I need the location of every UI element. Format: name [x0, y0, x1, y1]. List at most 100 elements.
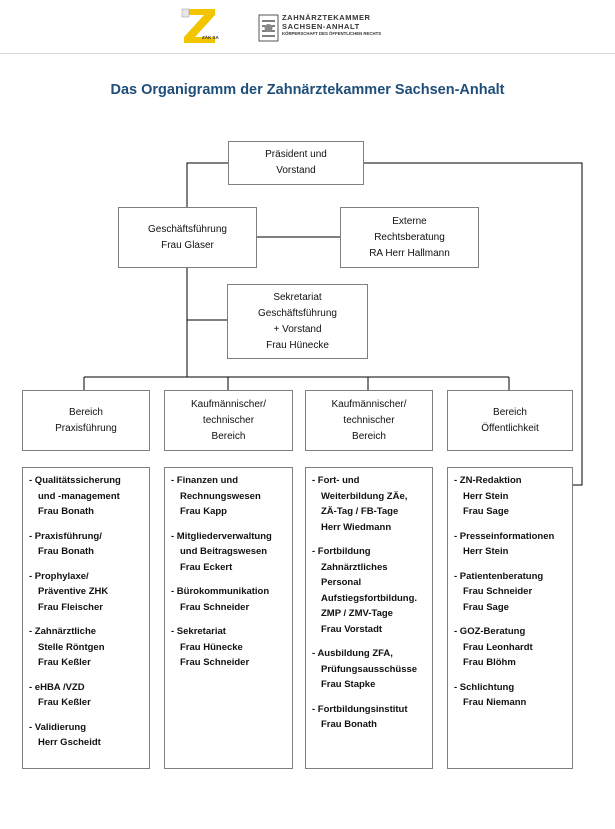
- box-line: Präsident und: [265, 149, 327, 160]
- list-item-heading: - Praxisführung/: [29, 530, 102, 542]
- box-line: Vorstand: [276, 165, 316, 176]
- list-item-heading: - Validierung: [29, 721, 87, 733]
- list-item-detail: Präventive ZHK: [38, 586, 109, 597]
- president-board-box: Präsident und Vorstand: [228, 141, 364, 185]
- box-line: Frau Glaser: [161, 239, 214, 251]
- list-item-heading: - Patientenberatung: [454, 570, 544, 582]
- box-line: Rechtsberatung: [374, 231, 445, 243]
- list-item: - Praxisführung/Frau Bonath: [29, 529, 143, 560]
- list-item-heading: - Sekretariat: [171, 626, 226, 637]
- list-item-detail: Weiterbildung ZÄe,: [321, 490, 408, 502]
- dept-public-box: Bereich Öffentlichkeit: [447, 390, 573, 451]
- list-item-detail: Rechnungswesen: [180, 490, 261, 502]
- box-line: Bereich: [211, 430, 246, 442]
- list-item-heading: - ZN-Redaktion: [454, 475, 522, 486]
- list-item-heading: - Prophylaxe/: [29, 570, 89, 582]
- list-item-detail: Herr Stein: [463, 546, 509, 557]
- list-item-detail: Frau Bonath: [38, 506, 94, 517]
- list-item-detail: Frau Keßler: [38, 657, 91, 668]
- list-item-detail: Frau Stapke: [321, 679, 376, 690]
- list-item-heading: - Mitgliederverwaltung: [171, 530, 272, 542]
- box-line: Öffentlichkeit: [481, 422, 539, 434]
- list-item-detail: Prüfungsausschüsse: [321, 663, 418, 675]
- zaek-logo-icon: [181, 7, 218, 45]
- box-line: technischer: [202, 414, 255, 426]
- list-item-heading: - Schlichtung: [454, 681, 515, 693]
- list-item-detail: Frau Eckert: [180, 561, 233, 573]
- box-line: Kaufmännischer/: [190, 398, 267, 410]
- management-box: Geschäftsführung Frau Glaser: [118, 207, 257, 268]
- kammer-region-line: SACHSEN-ANHALT: [282, 21, 360, 31]
- list-item-detail: Stelle Röntgen: [38, 641, 105, 653]
- list-item-heading: - Fortbildung: [312, 546, 371, 557]
- list-item-heading: - GOZ-Beratung: [454, 626, 526, 637]
- list-item-detail: Aufstiegsfortbildung.: [321, 592, 418, 604]
- list-item-detail: Frau Keßler: [38, 697, 91, 708]
- list-item-detail: ZMP / ZMV-Tage: [321, 608, 393, 619]
- logo-left-text: ZÄK SA: [202, 35, 219, 40]
- box-line: Sekretariat: [273, 291, 322, 303]
- list-item-heading: - eHBA /VZD: [29, 681, 85, 693]
- list-item-heading: - Ausbildung ZFA,: [312, 648, 393, 659]
- list-item-detail: Zahnärztliches: [321, 561, 388, 573]
- box-line: Frau Hünecke: [266, 339, 329, 351]
- list-item-detail: und Beitragswesen: [180, 546, 268, 557]
- list-item-detail: Frau Blöhm: [463, 657, 516, 668]
- box-line: Praxisführung: [55, 422, 117, 434]
- box-line: Externe: [392, 215, 427, 227]
- dept-practice-box: Bereich Praxisführung: [22, 390, 150, 451]
- box-line: RA Herr Hallmann: [369, 247, 450, 259]
- page-title: Das Organigramm der Zahnärztekammer Sach…: [110, 82, 505, 98]
- list-item-detail: ZÄ-Tag / FB-Tage: [321, 506, 399, 517]
- list-item-heading: - Fort- und: [312, 475, 360, 486]
- list-item-heading: - Qualitätssicherung: [29, 475, 121, 486]
- list-item-detail: Frau Fleischer: [38, 601, 103, 613]
- list-item: - Prophylaxe/Präventive ZHK Frau Fleische…: [29, 569, 143, 616]
- list-item-heading: - Fortbildungsinstitut: [312, 703, 408, 715]
- list-item-heading: - Zahnärztliche: [29, 626, 97, 637]
- box-line: Bereich: [352, 430, 386, 442]
- list-item-detail: Herr Gscheidt: [38, 737, 101, 748]
- list-item-heading: - Bürokommunikation: [171, 586, 270, 597]
- list-item-detail: Herr Stein: [463, 490, 509, 502]
- box-line: Bereich: [69, 406, 103, 418]
- box-line: technischer: [343, 414, 395, 426]
- kammer-logo-text: ZAHNÄRZTEKAMMER SACHSEN-ANHALT KÖRPERSCH…: [282, 13, 382, 37]
- list-item-detail: Frau Bonath: [38, 546, 94, 557]
- list-item-detail: Frau Hünecke: [180, 641, 243, 653]
- list-item-heading: - Presseinformationen: [454, 530, 555, 542]
- dept-commercial-box-1: Kaufmännischer/ technischer Bereich: [164, 390, 293, 451]
- box-line: Bereich: [493, 406, 527, 418]
- legal-advice-box: Externe Rechtsberatung RA Herr Hallmann: [340, 207, 479, 268]
- list-item-detail: Frau Kapp: [180, 506, 227, 517]
- header-divider: [0, 53, 615, 54]
- box-line: + Vorstand: [273, 323, 322, 335]
- list-item-detail: Frau Schneider: [180, 601, 250, 613]
- box-line: Geschäftsführung: [258, 307, 337, 319]
- box-line: Geschäftsführung: [148, 223, 227, 235]
- list-item-detail: Frau Sage: [463, 506, 509, 517]
- secretariat-box: Sekretariat Geschäftsführung + Vorstand …: [227, 284, 368, 359]
- list-item-heading: - Finanzen und: [171, 475, 239, 486]
- list-item-detail: Frau Schneider: [463, 586, 533, 597]
- list-item-detail: und -management: [38, 490, 120, 502]
- list-item-detail: Frau Schneider: [180, 657, 250, 668]
